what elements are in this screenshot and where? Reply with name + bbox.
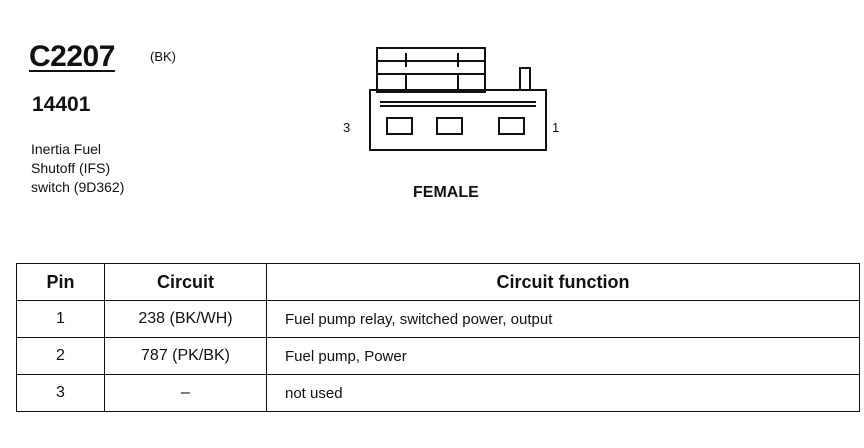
pin-label-left: 3 bbox=[343, 120, 351, 135]
function-cell: Fuel pump, Power bbox=[266, 337, 860, 375]
table-row: 2 787 (PK/BK) Fuel pump, Power bbox=[16, 337, 860, 375]
circuit-cell: 787 (PK/BK) bbox=[104, 337, 267, 375]
header-circuit-function: Circuit function bbox=[266, 263, 860, 301]
pinout-table: Pin Circuit Circuit function 1 238 (BK/W… bbox=[16, 263, 860, 412]
connector-id: C2207 bbox=[29, 40, 115, 73]
circuit-cell: 238 (BK/WH) bbox=[104, 300, 267, 338]
pin-cell: 3 bbox=[16, 374, 105, 412]
pin-cavity-3 bbox=[386, 117, 413, 135]
function-cell: not used bbox=[266, 374, 860, 412]
pin-label-right: 1 bbox=[552, 120, 560, 135]
pin-cell: 1 bbox=[16, 300, 105, 338]
connector-color: (BK) bbox=[150, 49, 176, 64]
header-pin: Pin bbox=[16, 263, 105, 301]
pin-cell: 2 bbox=[16, 337, 105, 375]
connector-diagram bbox=[369, 47, 547, 151]
table-header-row: Pin Circuit Circuit function bbox=[16, 263, 860, 301]
pin-cavities bbox=[386, 117, 525, 135]
pin-cavity-2 bbox=[436, 117, 463, 135]
connector-body bbox=[369, 47, 547, 151]
connector-gender: FEMALE bbox=[413, 184, 479, 201]
table-row: 1 238 (BK/WH) Fuel pump relay, switched … bbox=[16, 300, 860, 338]
description-line-1: Inertia Fuel bbox=[31, 141, 102, 157]
function-cell: Fuel pump relay, switched power, output bbox=[266, 300, 860, 338]
pin-cavity-1 bbox=[498, 117, 525, 135]
description-line-3: switch (9D362) bbox=[31, 179, 125, 195]
circuit-cell: – bbox=[104, 374, 267, 412]
description-line-2: Shutoff (IFS) bbox=[31, 160, 111, 176]
table-row: 3 – not used bbox=[16, 374, 860, 412]
part-number: 14401 bbox=[32, 93, 91, 116]
header-circuit: Circuit bbox=[104, 263, 267, 301]
